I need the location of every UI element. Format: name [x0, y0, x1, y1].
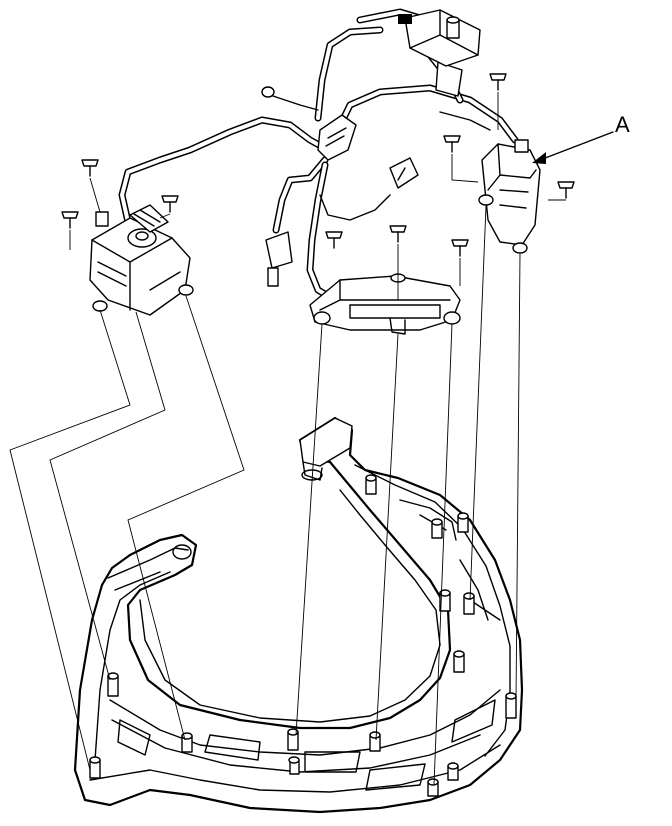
base-frame: [73, 416, 524, 814]
switch-assembly-a: [478, 131, 614, 254]
callout-label-a: A: [615, 112, 630, 137]
actuator-assembly: [89, 204, 194, 316]
screws: [61, 73, 575, 257]
wire-harness: [118, 8, 519, 304]
center-bracket: [309, 273, 461, 335]
assembly-leader-lines: [9, 92, 566, 786]
mounting-bosses: [89, 474, 517, 797]
